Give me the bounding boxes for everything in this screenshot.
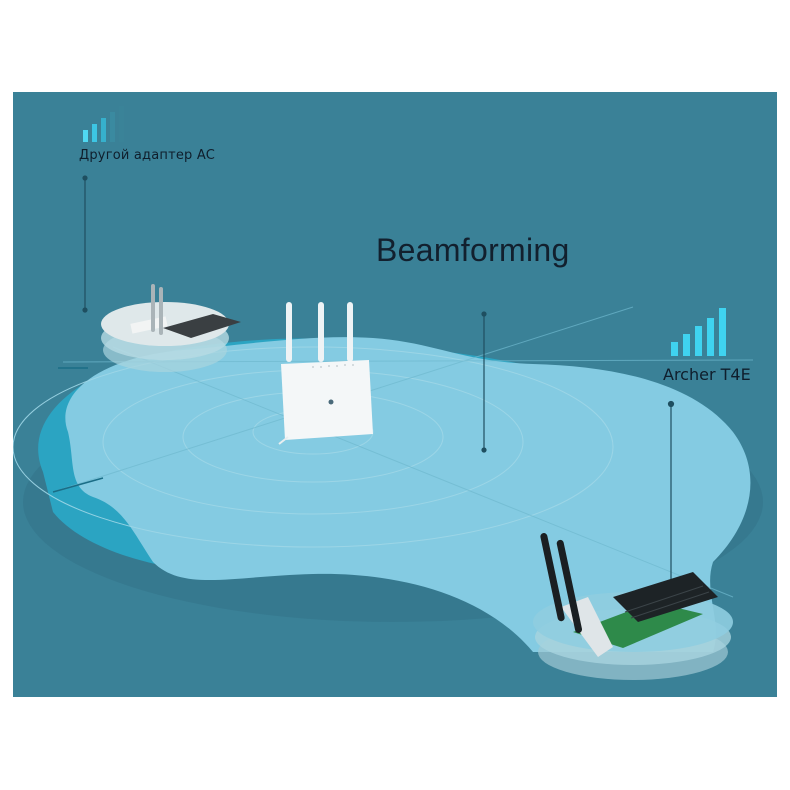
beamforming-illustration: Другой адаптер AC Beamforming Archer T4E [13, 92, 777, 697]
page-title: Beamforming [376, 232, 570, 268]
archer-t4e-label: Archer T4E [663, 365, 751, 384]
other-adapter-signal-icon [83, 106, 124, 142]
other-adapter-label: Другой адаптер AC [79, 148, 215, 163]
archer-t4e-signal-icon [671, 304, 726, 356]
coverage-scene [13, 175, 763, 680]
other-adapter-pedestal [101, 284, 241, 372]
archer-t4e-pedestal [533, 533, 733, 680]
router [278, 302, 373, 445]
